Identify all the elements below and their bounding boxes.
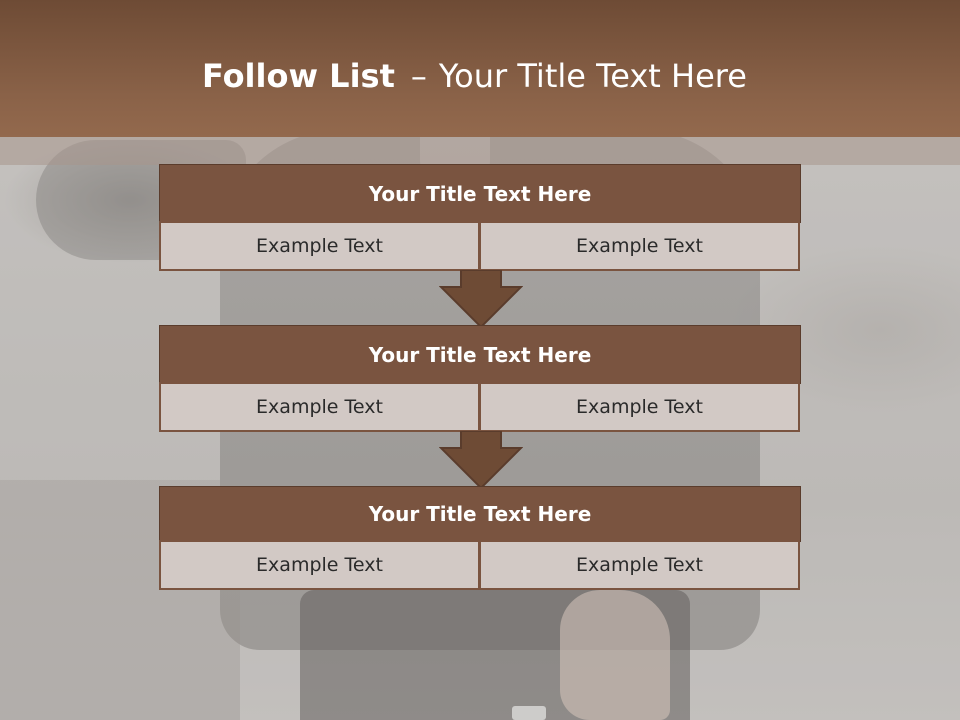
step-cell-left: Example Text [159,382,480,432]
step-box-3: Your Title Text Here Example Text Exampl… [159,486,801,592]
header-strip [0,137,960,165]
down-arrow-icon [439,431,523,490]
step-title: Your Title Text Here [159,325,801,384]
step-cells: Example Text Example Text [159,221,801,271]
slide-title-bold: Follow List [202,57,395,95]
slide-title-dash: – [410,57,427,95]
step-cell-right: Example Text [479,221,800,271]
down-arrow-icon [439,270,523,329]
step-title: Your Title Text Here [159,164,801,223]
slide-title: Follow List–Your Title Text Here [202,54,747,98]
header-bar [0,0,960,137]
step-box-2: Your Title Text Here Example Text Exampl… [159,325,801,433]
slide-title-rest: Your Title Text Here [438,57,747,95]
step-cell-right: Example Text [479,382,800,432]
step-cell-left: Example Text [159,540,480,590]
step-box-1: Your Title Text Here Example Text Exampl… [159,164,801,272]
step-cells: Example Text Example Text [159,540,801,590]
step-cells: Example Text Example Text [159,382,801,432]
step-title: Your Title Text Here [159,486,801,542]
background-briefcase-latch [512,706,546,720]
step-cell-right: Example Text [479,540,800,590]
background-hand [560,590,670,720]
step-cell-left: Example Text [159,221,480,271]
